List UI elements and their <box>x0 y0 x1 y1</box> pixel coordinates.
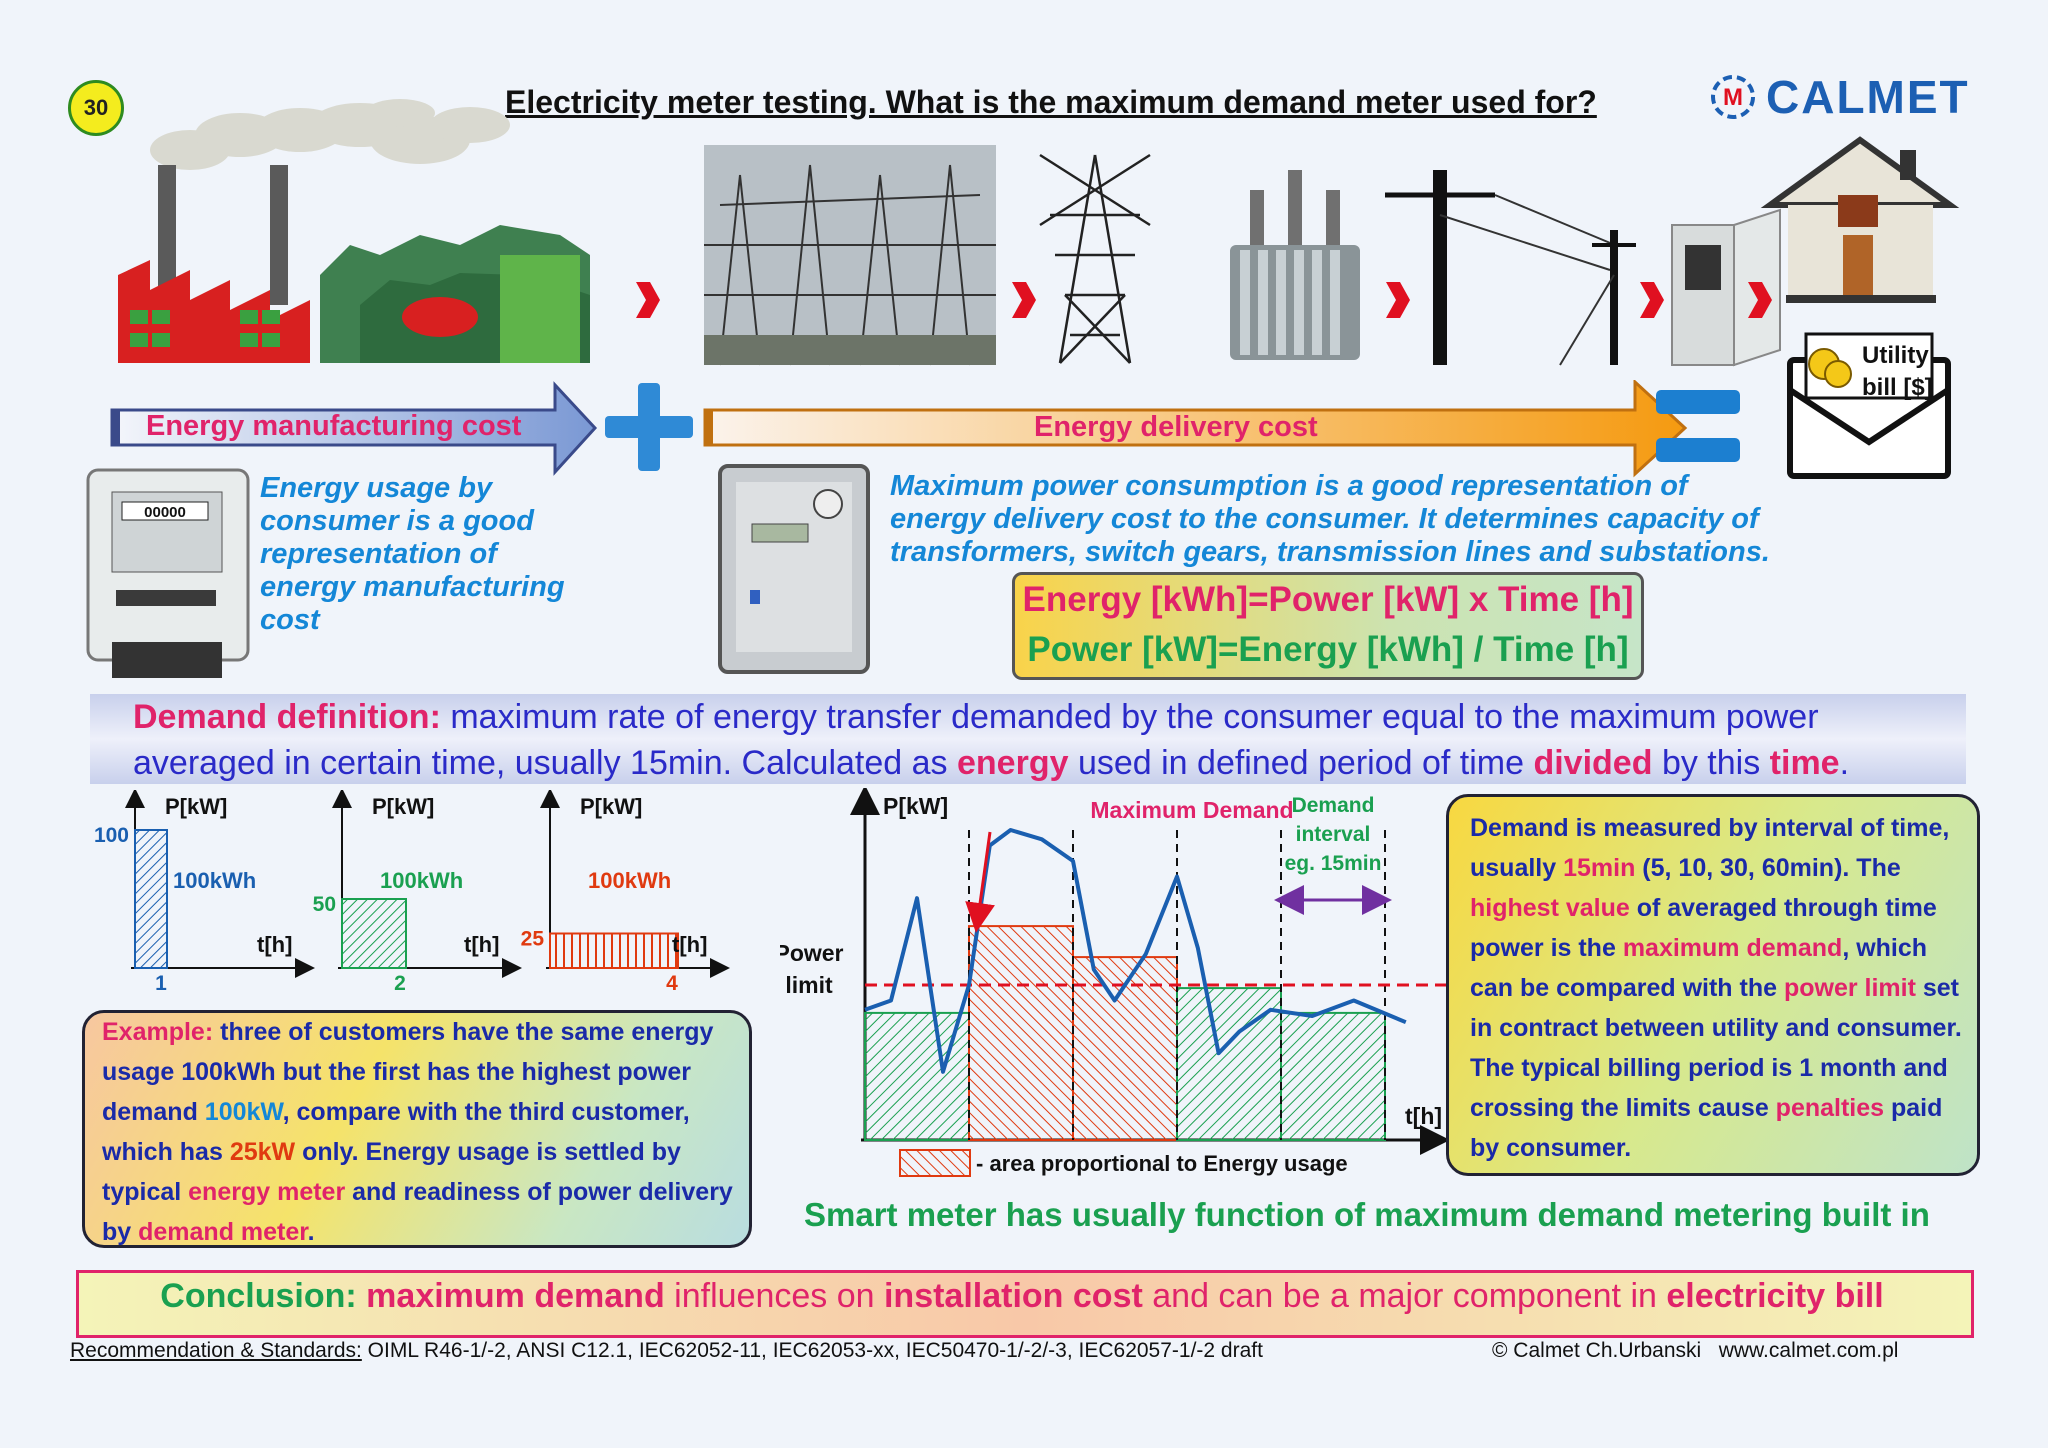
manufacturing-cost-arrow <box>110 381 598 476</box>
delivery-cost-label: Energy delivery cost <box>1034 411 1318 443</box>
mini-energy-label: 100kWh <box>380 868 463 893</box>
energy-formula: Energy [kWh]=Power [kW] x Time [h] <box>1022 580 1634 619</box>
calmet-logo: M CALMET <box>1708 70 1970 124</box>
mini-chart-1: P[kW] t[h] 100 1 100kWh <box>94 790 315 995</box>
svg-text:M: M <box>1723 84 1743 111</box>
mini-ylabel: P[kW] <box>580 794 642 819</box>
legend-text: - area proportional to Energy usage <box>976 1151 1348 1176</box>
mini-bar-2 <box>341 898 407 969</box>
manufacturing-cost-label: Energy manufacturing cost <box>146 410 522 442</box>
demand-info-box <box>1446 794 1980 1176</box>
meter-cabinet-icon <box>1671 208 1781 367</box>
max-demand-pointer <box>965 831 995 933</box>
max-demand-label: Maximum Demand <box>1090 797 1293 823</box>
mini-xlabel: t[h] <box>257 932 292 957</box>
energy-usage-text: Energy usage by consumer is a good repre… <box>260 472 565 636</box>
demand-interval-bar <box>1176 987 1282 1141</box>
demand-definition-text: Demand definition: maximum rate of energ… <box>133 698 1850 782</box>
mini-chart-3: P[kW] t[h] 25 4 100kWh <box>521 790 730 995</box>
main-ylabel: P[kW] <box>883 793 948 819</box>
chevron-icons <box>636 282 1772 318</box>
power-consumption-curve <box>864 828 1407 1074</box>
mini-power-label: 25 <box>521 928 545 951</box>
interval-label: eg. 15min <box>1285 852 1382 875</box>
conclusion-box <box>76 1270 1974 1338</box>
mini-bar-3 <box>549 932 679 969</box>
interval-label: Demand <box>1292 794 1375 817</box>
energy-comparison-charts: P[kW]t[h]1001100kWhP[kW]t[h]502100kWhP[k… <box>94 790 730 995</box>
smoke-icon <box>150 99 510 170</box>
transmission-tower-icon <box>1039 153 1151 364</box>
mini-power-label: 50 <box>313 893 336 916</box>
substation-icon <box>704 145 996 366</box>
house-icon <box>1760 136 1960 303</box>
calmet-logo-text: CALMET <box>1766 71 1970 123</box>
legend-swatch <box>899 1149 971 1177</box>
interval-label: interval <box>1296 823 1371 846</box>
transformer-icon <box>1230 170 1360 360</box>
mini-ylabel: P[kW] <box>372 794 434 819</box>
formula-box: Energy [kWh]=Power [kW] x Time [h] Power… <box>1012 572 1644 680</box>
power-limit-label: Power <box>780 940 844 966</box>
mini-ylabel: P[kW] <box>165 794 227 819</box>
website-link[interactable]: www.calmet.com.pl <box>1718 1339 1899 1362</box>
demand-interval-bar <box>864 1011 970 1141</box>
conclusion-text: Conclusion: maximum demand influences on… <box>160 1277 1884 1315</box>
mini-energy-label: 100kWh <box>588 868 671 893</box>
mini-bar-1 <box>134 829 168 969</box>
standards-footer: Recommendation & Standards: OIML R46-1/-… <box>70 1339 1263 1362</box>
equals-icon <box>1656 390 1740 462</box>
energy-chain-illustration <box>118 99 1960 367</box>
main-xlabel: t[h] <box>1405 1103 1442 1129</box>
utility-bill-label: Utility bill [$] <box>1862 342 1933 401</box>
mini-xlabel: t[h] <box>464 932 499 957</box>
mini-duration-label: 4 <box>666 972 678 995</box>
demand-info-text: Demand is measured by interval of time, … <box>1470 814 1962 1162</box>
example-text: Example: three of customers have the sam… <box>102 1018 733 1246</box>
mini-duration-label: 1 <box>155 972 167 995</box>
example-box <box>82 1010 752 1248</box>
mini-chart-2: P[kW] t[h] 50 2 100kWh <box>313 790 522 995</box>
meter-display-counter: 00000 <box>144 504 186 521</box>
demand-interval-bar <box>1072 956 1178 1141</box>
cost-arrows <box>110 380 1740 478</box>
power-formula: Power [kW]=Energy [kWh] / Time [h] <box>1027 630 1629 669</box>
page-title: Electricity meter testing. What is the m… <box>505 84 1597 120</box>
mini-energy-label: 100kWh <box>173 868 256 893</box>
mini-xlabel: t[h] <box>672 932 707 957</box>
calmet-logo-mark: M <box>1711 75 1755 119</box>
copyright-footer: © Calmet Ch.Urbanski www.calmet.com.pl <box>1492 1339 1899 1362</box>
plus-icon <box>605 383 693 471</box>
demand-interval-bar <box>968 925 1074 1141</box>
page-number-badge: 30 <box>68 80 124 136</box>
mini-duration-label: 2 <box>394 972 406 995</box>
demand-interval-bar <box>1280 1011 1386 1141</box>
energy-meter-image: 00000 <box>86 468 250 678</box>
demand-definition-band <box>90 694 1966 784</box>
demand-meter-image <box>718 464 870 674</box>
power-plant-icon <box>118 165 590 363</box>
utility-pole-icon <box>1385 170 1636 366</box>
max-power-text: Maximum power consumption is a good repr… <box>890 470 1770 568</box>
smart-meter-note: Smart meter has usually function of maxi… <box>804 1196 1930 1233</box>
mini-power-label: 100 <box>94 824 129 847</box>
power-limit-label: limit <box>785 972 833 998</box>
utility-bill-envelope <box>1787 332 1951 479</box>
